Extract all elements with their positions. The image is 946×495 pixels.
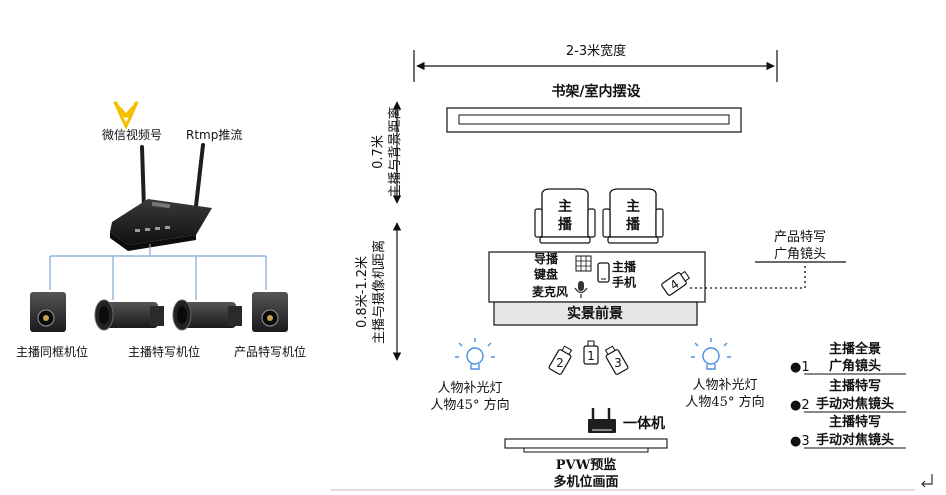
legend-3-bullet: ●3 — [790, 434, 810, 449]
camera-1-icon — [583, 340, 599, 365]
camera-label-3: 产品特写机位 — [234, 344, 306, 359]
box-camera-icon — [30, 292, 66, 332]
product-camera-label: 产品特写广角镜头 — [774, 230, 826, 262]
zoom-lens-camera-icon — [172, 299, 242, 331]
camera-2-icon — [548, 345, 573, 375]
light-left-label: 人物补光灯人物45° 方向 — [430, 381, 509, 413]
foreground-bar — [493, 301, 698, 326]
wechat-logo — [113, 101, 139, 130]
anchor-chair-2: 主播 — [602, 188, 664, 244]
legend-1-line2: 广角镜头 — [829, 358, 881, 374]
legend-2-bullet: ●2 — [790, 398, 810, 413]
anchor-chair-1: 主播 — [534, 188, 596, 244]
microphone-icon — [574, 281, 588, 298]
zoom-lens-camera-icon — [94, 299, 164, 331]
legend-2-line1: 主播特写 — [829, 378, 881, 394]
mic-label: 麦克风 — [532, 284, 568, 299]
chair-label: 主播 — [558, 198, 573, 233]
phone-label: 主播手机 — [612, 259, 637, 290]
light-bulb-icon — [455, 338, 495, 370]
camera-3-number: 3 — [614, 356, 622, 370]
legend-3-line1: 主播特写 — [829, 414, 881, 430]
camera-4-icon: 4 — [661, 270, 691, 296]
chair-label: 主播 — [626, 198, 641, 233]
width-label: 2-3米宽度 — [566, 43, 626, 59]
keyboard-icon — [575, 255, 592, 272]
camera-3-icon — [604, 345, 629, 375]
camera-2-number: 2 — [556, 356, 564, 370]
light-bulb-icon — [691, 338, 731, 370]
return-mark-icon — [921, 474, 933, 488]
rtmp-label: Rtmp推流 — [186, 128, 242, 142]
foreground-label: 实景前景 — [567, 305, 623, 322]
director-keyboard-label: 导播键盘 — [533, 251, 559, 282]
shelf-label: 书架/室内摆设 — [551, 83, 641, 100]
legend-1-line1: 主播全景 — [829, 341, 881, 357]
wechat-label: 微信视频号 — [102, 127, 162, 142]
camera-1-number: 1 — [587, 349, 595, 363]
distance-label-2: 0.8米-1.2米主播与摄像机距离 — [355, 240, 387, 344]
legend-1-bullet: ●1 — [790, 360, 810, 375]
pvw-monitor — [504, 438, 668, 449]
legend-2-line2: 手动对焦镜头 — [816, 396, 894, 412]
shelf-inner — [458, 114, 730, 125]
legend-3-line2: 手动对焦镜头 — [816, 432, 894, 448]
pvw-label: PVW预监多机位画面 — [553, 457, 618, 490]
all-in-one-device-icon — [588, 408, 616, 433]
phone-icon — [597, 262, 610, 283]
camera-label-1: 主播同框机位 — [16, 344, 88, 359]
light-right-label: 人物补光灯人物45° 方向 — [685, 378, 764, 410]
pvw-monitor-stand — [523, 447, 649, 453]
distance-label-1: 0.7米主播与背景距离 — [371, 106, 403, 197]
device-label: 一体机 — [623, 415, 665, 432]
box-camera-icon — [252, 292, 288, 332]
streaming-router — [110, 143, 212, 251]
camera-label-2: 主播特写机位 — [128, 344, 200, 359]
connection-tree — [49, 244, 267, 300]
legend: 主播全景 ●1 广角镜头 主播特写 ●2 手动对焦镜头 主播特写 ●3 手动对焦… — [790, 341, 906, 449]
